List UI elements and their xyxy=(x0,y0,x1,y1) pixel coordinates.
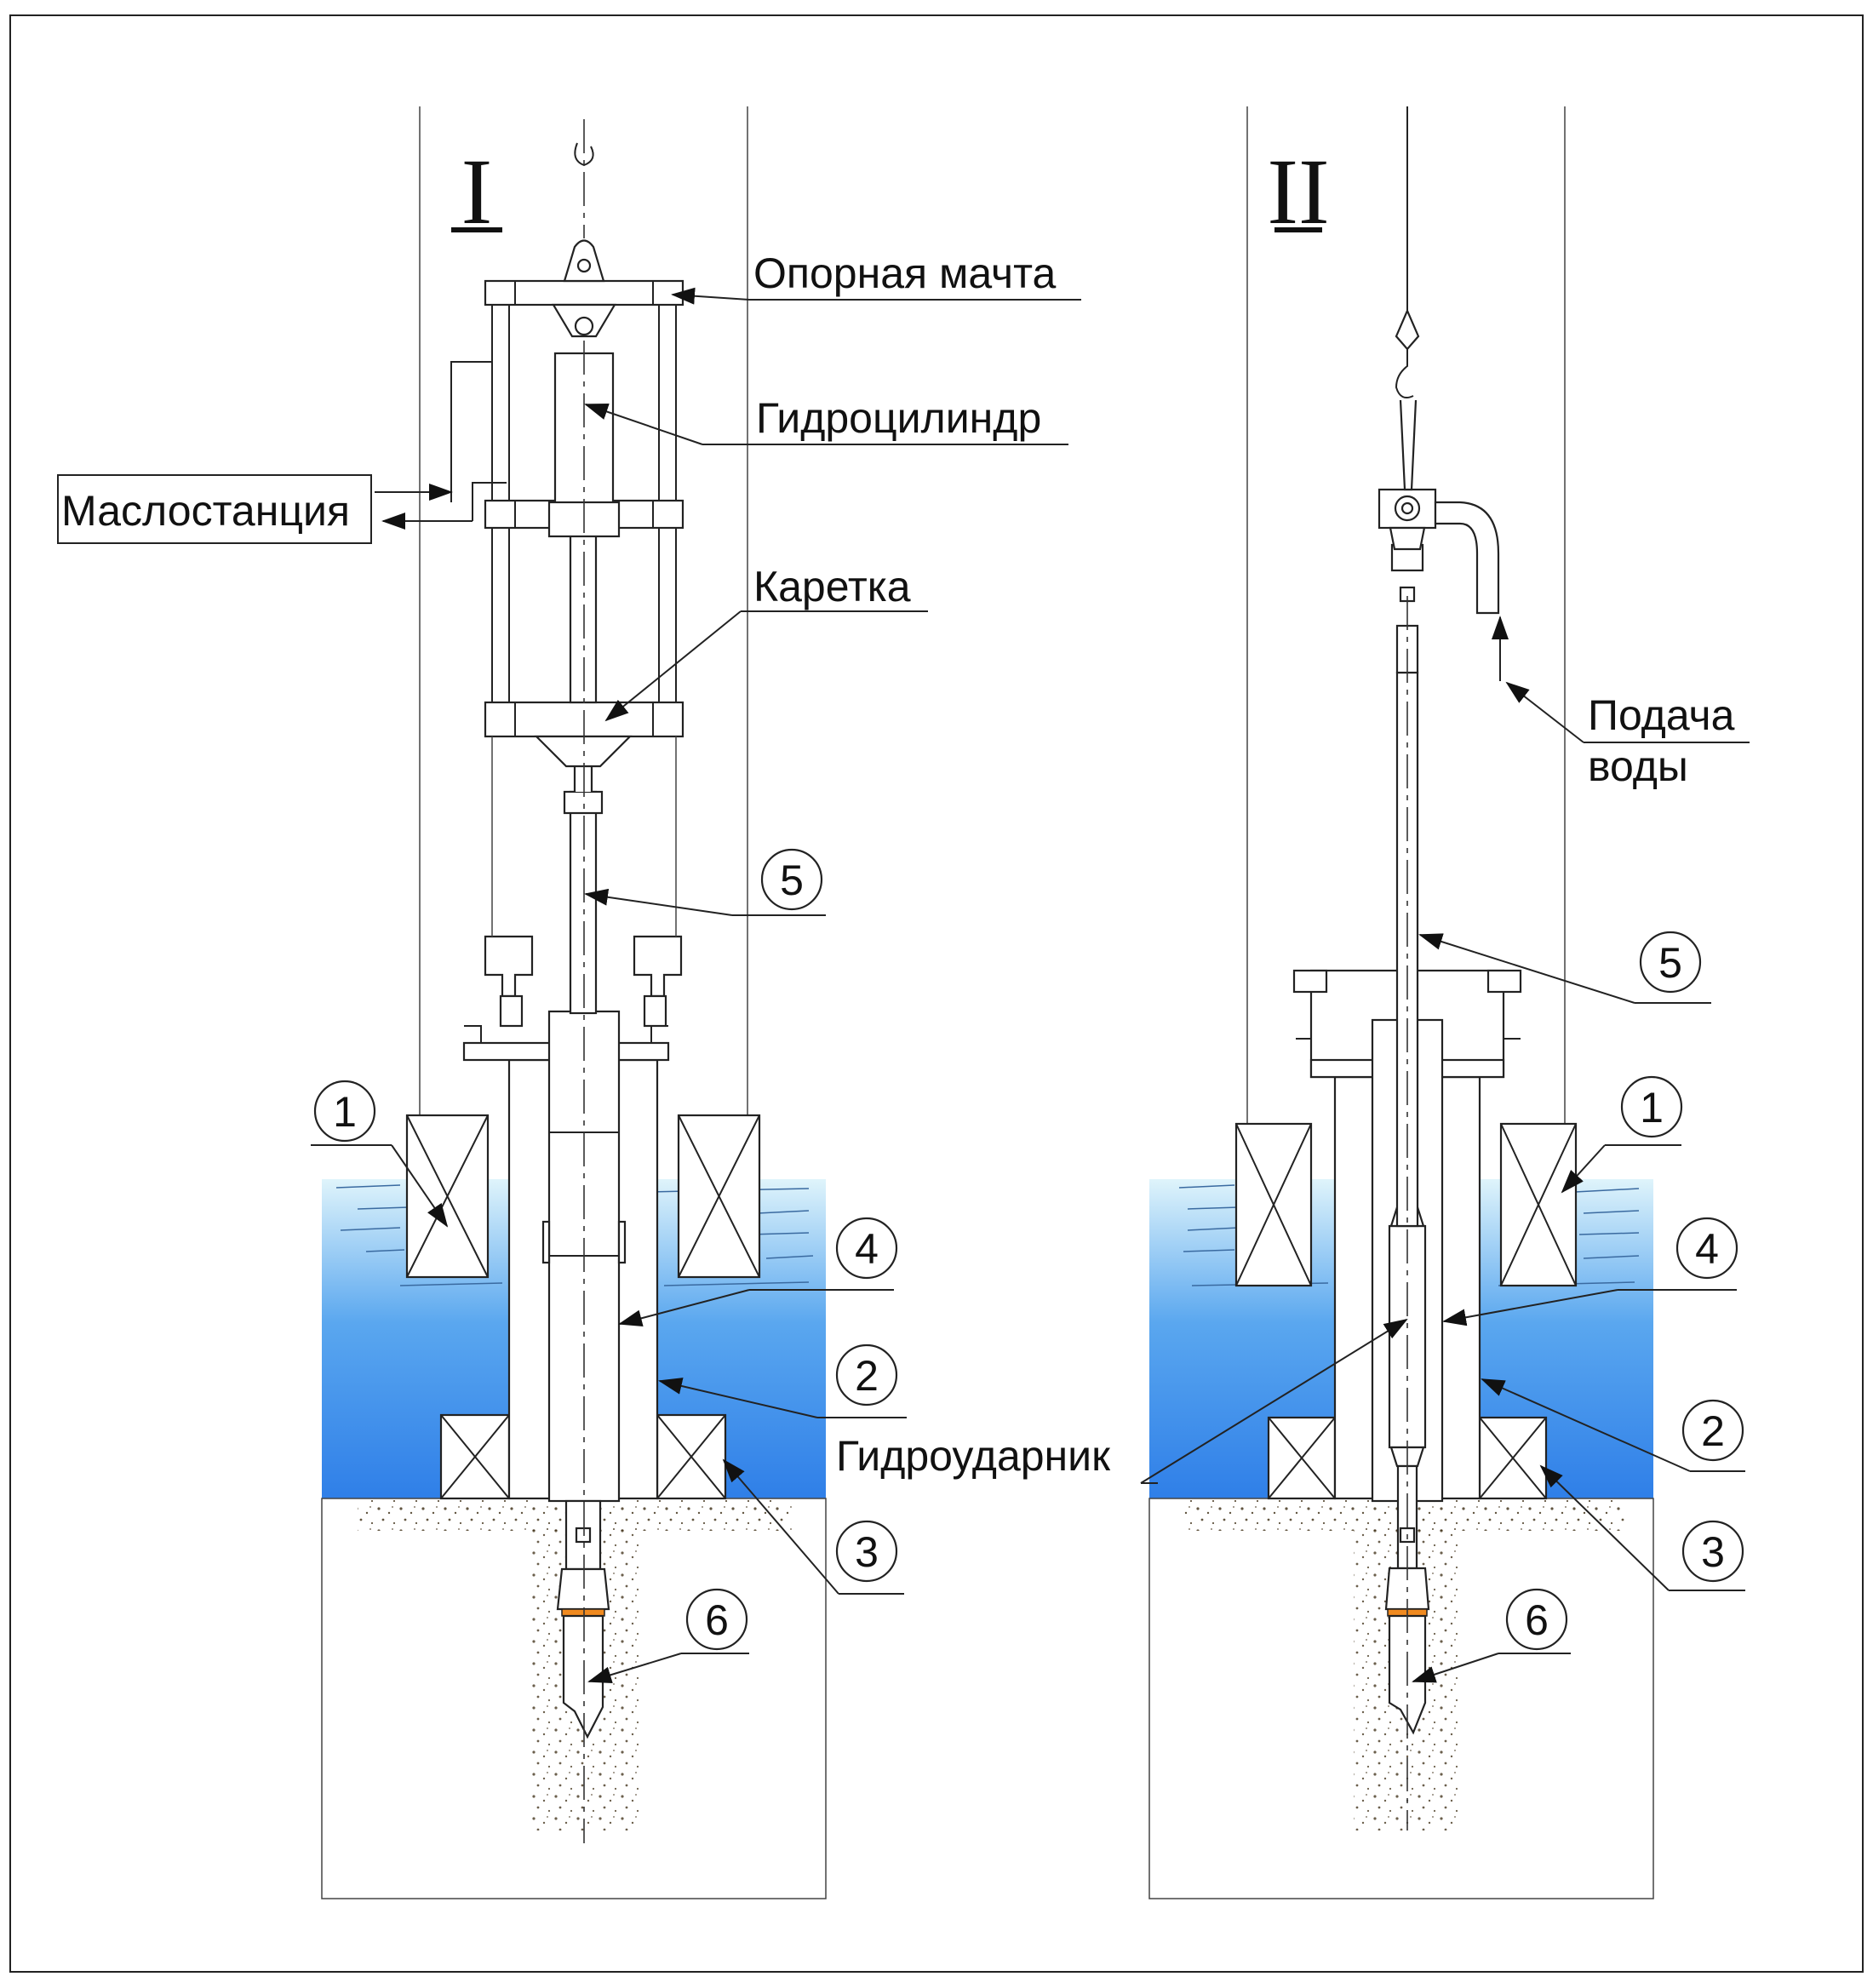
callout-2-view-one-text: 2 xyxy=(855,1352,879,1400)
annotations: I II Опорная мачта Гидроцилиндр Маслоста… xyxy=(57,140,1750,1683)
hydraulic-line-upper xyxy=(450,361,492,502)
label-hydraulic-hammer: Гидроударник xyxy=(836,1432,1111,1480)
page-frame xyxy=(9,14,1864,1973)
label-support-mast: Опорная мачта xyxy=(753,249,1056,297)
callout-3-view-two xyxy=(1681,1520,1744,1583)
hook-link xyxy=(1399,399,1418,491)
hook-symbol xyxy=(574,142,594,167)
callout-4-view-two xyxy=(1675,1217,1738,1280)
view-two xyxy=(1148,106,1654,1899)
oil-station-box xyxy=(57,474,372,544)
piston-rod xyxy=(569,526,598,704)
label-hydraulic-cylinder: Гидроцилиндр xyxy=(756,394,1041,442)
view-two-numeral: II xyxy=(1267,140,1329,243)
label-oil-station: Маслостанция xyxy=(61,487,350,535)
callout-2-view-two-text: 2 xyxy=(1701,1407,1725,1455)
label-carriage: Каретка xyxy=(753,563,911,610)
carriage-bracket xyxy=(534,735,633,768)
callout-6-view-one xyxy=(685,1588,748,1651)
callout-5-view-one-text: 5 xyxy=(780,857,804,904)
clamp-right xyxy=(633,935,683,998)
callout-2-view-two xyxy=(1681,1399,1744,1462)
hammer-head xyxy=(556,1567,610,1611)
pile-tip xyxy=(562,1614,604,1739)
callout-4-view-one xyxy=(835,1217,898,1280)
callout-5-view-one xyxy=(760,848,823,911)
callout-4-view-two-text: 4 xyxy=(1695,1225,1719,1273)
callout-3-view-one-text: 3 xyxy=(855,1528,879,1576)
clamp-left xyxy=(484,935,534,998)
callout-6-view-two-text: 6 xyxy=(1525,1596,1549,1644)
callout-4-view-one-text: 4 xyxy=(855,1225,879,1273)
callout-2-view-one xyxy=(835,1343,898,1406)
view-one xyxy=(321,106,827,1899)
callout-1-view-one xyxy=(313,1080,376,1143)
callout-1-view-two xyxy=(1620,1075,1683,1138)
callout-1-view-two-text: 1 xyxy=(1640,1084,1664,1131)
callout-3-view-one xyxy=(835,1520,898,1583)
crane-hook xyxy=(1395,349,1414,398)
callout-3-view-two-text: 3 xyxy=(1701,1528,1725,1576)
callout-6-view-one-text: 6 xyxy=(705,1596,729,1644)
label-water-supply-1: Подача xyxy=(1588,691,1735,739)
drill-rod xyxy=(569,790,598,1015)
label-water-supply-2: воды xyxy=(1588,742,1688,790)
water-hose xyxy=(1434,501,1500,615)
callout-5-view-two xyxy=(1639,931,1702,994)
callout-1-view-one-text: 1 xyxy=(333,1088,357,1136)
hydraulic-line-lower xyxy=(472,482,507,521)
view-one-numeral: I xyxy=(461,140,493,243)
callout-6-view-two xyxy=(1505,1588,1568,1651)
callout-5-view-two-text: 5 xyxy=(1658,939,1682,987)
crane-hook-block xyxy=(1395,308,1420,351)
